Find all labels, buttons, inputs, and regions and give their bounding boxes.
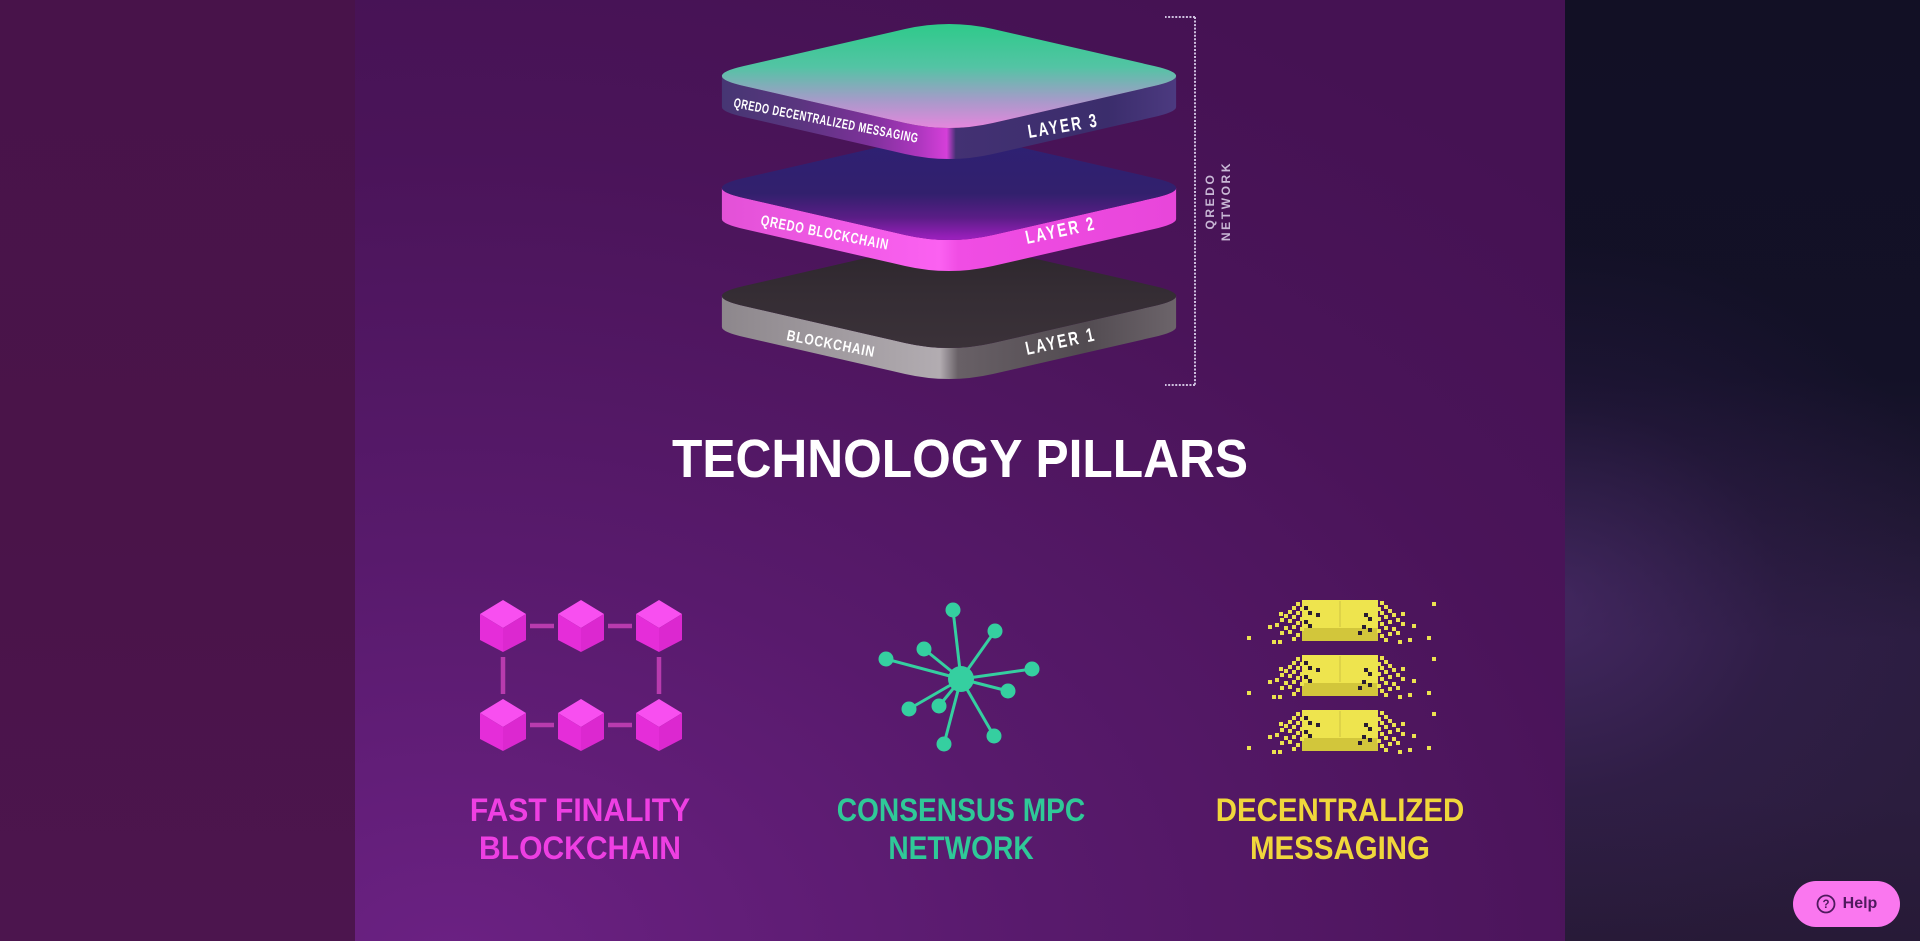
svg-text:?: ?: [1822, 899, 1829, 911]
